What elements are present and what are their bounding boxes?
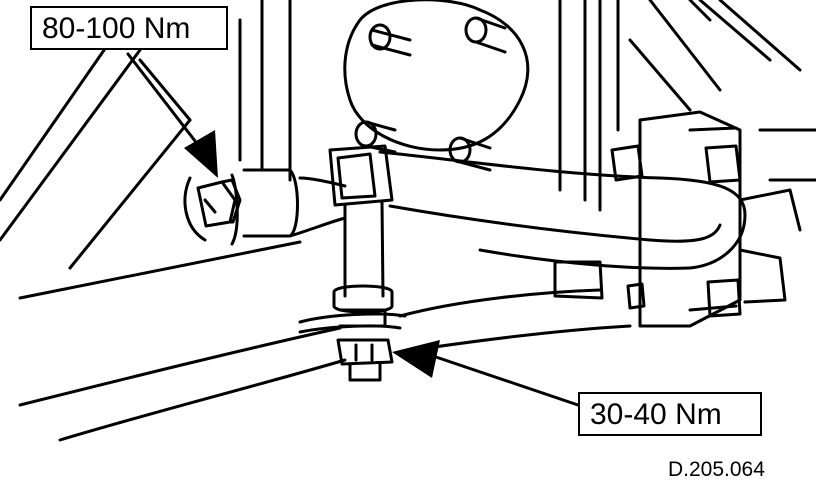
frame-lines-left <box>0 0 292 270</box>
link-rod <box>298 144 407 382</box>
right-clamp <box>610 110 802 328</box>
lower-arrowhead <box>392 340 440 378</box>
left-mount <box>183 168 347 246</box>
torque-label-lower: 30-40 Nm <box>578 392 762 436</box>
figure-code: D.205.064 <box>668 458 765 481</box>
lower-arm <box>18 240 632 442</box>
lower-leader-line <box>428 353 580 407</box>
torque-label-upper: 80-100 Nm <box>30 6 228 50</box>
stabilizer-bar <box>378 150 747 300</box>
hub-assembly <box>343 0 530 172</box>
upper-leader-line <box>126 52 204 152</box>
upper-arrowhead <box>184 130 218 178</box>
